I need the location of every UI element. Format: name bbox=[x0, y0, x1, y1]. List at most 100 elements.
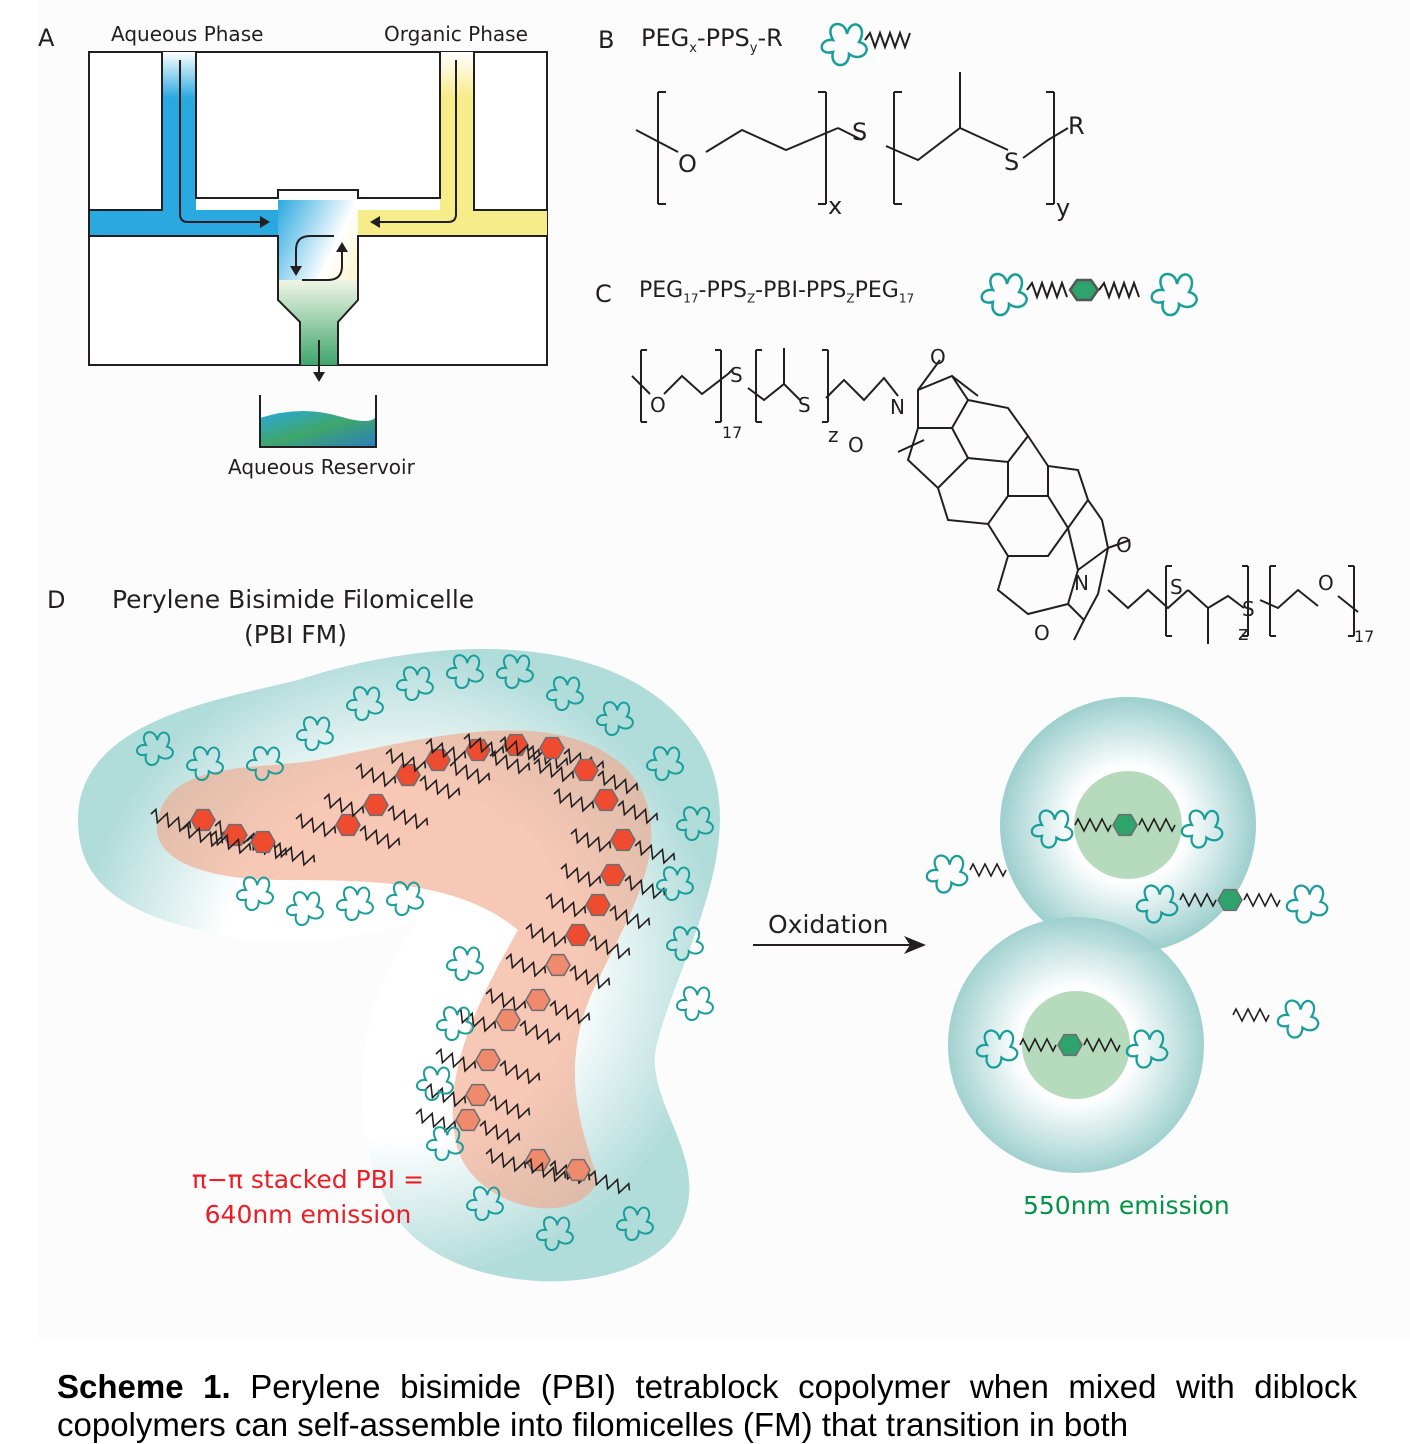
stacked-pbi bbox=[610, 828, 636, 852]
stacked-pbi bbox=[465, 1083, 491, 1107]
micelle-lower-core bbox=[1022, 991, 1130, 1099]
stacked-pbi bbox=[545, 953, 571, 977]
stacked-pbi bbox=[503, 733, 529, 757]
peg-coil bbox=[426, 1126, 464, 1161]
peg-coil bbox=[346, 686, 384, 721]
peg-coil bbox=[1125, 1029, 1169, 1069]
pps-spring bbox=[1243, 892, 1281, 908]
svg-text:O: O bbox=[930, 345, 946, 369]
peg-coil bbox=[1285, 884, 1329, 924]
panel-c-letter: C bbox=[595, 280, 612, 308]
stacked-pbi bbox=[395, 763, 421, 787]
peg-coil bbox=[666, 926, 704, 961]
struct-b-s2: S bbox=[1004, 148, 1019, 176]
pps-spring bbox=[527, 744, 569, 770]
oxidation-label: Oxidation bbox=[768, 910, 889, 939]
microfluidic-device-diagram bbox=[88, 51, 548, 448]
filomicelle-core bbox=[156, 730, 652, 1209]
struct-b-r: R bbox=[1068, 112, 1085, 140]
pps-spring bbox=[549, 999, 591, 1025]
peg-coil bbox=[676, 806, 714, 841]
pps-spring bbox=[150, 807, 192, 833]
svg-text:17: 17 bbox=[722, 423, 742, 442]
peg-coil bbox=[286, 891, 324, 926]
peg-coil bbox=[536, 1216, 574, 1251]
caption-label: Scheme 1. bbox=[57, 1368, 231, 1405]
peg-coil bbox=[1180, 809, 1224, 849]
pps-spring bbox=[560, 862, 602, 888]
stacked-pbi bbox=[250, 830, 276, 854]
peg-coil bbox=[1135, 884, 1179, 924]
panel-c-formula: PEG17-PPSZ-PBI-PPSZPEG17 bbox=[639, 278, 915, 306]
panel-d-letter: D bbox=[47, 586, 66, 614]
pps-spring bbox=[519, 1019, 561, 1045]
panel-a-letter: A bbox=[38, 24, 55, 52]
stacked-pbi-group bbox=[150, 732, 676, 1195]
pps-spring bbox=[210, 829, 252, 855]
pps-spring bbox=[425, 1082, 467, 1108]
pbi-structure bbox=[631, 348, 1359, 644]
peg-coil bbox=[396, 666, 434, 701]
pps-spring bbox=[609, 904, 651, 930]
aqueous-reservoir-label: Aqueous Reservoir bbox=[228, 455, 415, 479]
pps-spring bbox=[589, 1169, 631, 1195]
peg-coil bbox=[616, 1206, 654, 1241]
pps-spring bbox=[455, 1007, 497, 1033]
pps-spring bbox=[570, 827, 612, 853]
stacked-pbi bbox=[475, 1048, 501, 1072]
peg-coil bbox=[466, 1186, 504, 1221]
peg-coil bbox=[136, 731, 174, 766]
peg-coil bbox=[416, 1066, 454, 1101]
peg-coil bbox=[676, 986, 714, 1021]
peg-coil bbox=[436, 1006, 474, 1041]
pps-spring bbox=[435, 1047, 477, 1073]
pps-spring bbox=[525, 922, 567, 948]
peg-coil bbox=[296, 716, 334, 751]
pps-spring bbox=[549, 1159, 591, 1185]
panel-b-formula: PEGx-PPSy-R bbox=[641, 24, 783, 56]
micelle-upper-core bbox=[1074, 771, 1182, 879]
pps-spring bbox=[1138, 817, 1176, 833]
peg-coil bbox=[925, 854, 969, 894]
pps-spring bbox=[1083, 1037, 1121, 1053]
diblock-unimer bbox=[1232, 999, 1320, 1039]
stacked-pbi bbox=[539, 736, 565, 760]
peg-coil bbox=[386, 881, 424, 916]
panel-d-subtitle: (PBI FM) bbox=[244, 620, 348, 649]
struct-b-o: O bbox=[678, 150, 697, 178]
free-pbi bbox=[1057, 1033, 1083, 1057]
svg-text:O: O bbox=[848, 433, 864, 457]
stacked-pbi bbox=[593, 788, 619, 812]
svg-text:O: O bbox=[1034, 621, 1050, 645]
pps-spring bbox=[449, 759, 491, 785]
stacked-pbi bbox=[455, 1108, 481, 1132]
pps-spring bbox=[499, 735, 541, 761]
tetrablock-unimer bbox=[1030, 809, 1224, 849]
peg-coil bbox=[236, 876, 274, 911]
svg-text:S: S bbox=[730, 363, 743, 387]
pps-spring bbox=[355, 762, 397, 788]
pps-spring bbox=[182, 822, 224, 848]
stacked-pbi bbox=[573, 758, 599, 782]
pps-spring bbox=[1074, 817, 1112, 833]
red-emission-line1: π−π stacked PBI = bbox=[191, 1165, 425, 1194]
peg-coil bbox=[1030, 809, 1074, 849]
diblock-unimer bbox=[925, 854, 1007, 894]
pps-spring bbox=[295, 812, 337, 838]
micelle-lower-shell bbox=[948, 917, 1204, 1173]
micelle-upper-shell bbox=[1000, 697, 1256, 953]
pps-spring bbox=[485, 1147, 527, 1173]
pps-spring bbox=[485, 987, 527, 1013]
peg-coil bbox=[656, 866, 694, 901]
stacked-pbi bbox=[222, 823, 248, 847]
peg-coil bbox=[446, 946, 484, 981]
organic-phase-label: Organic Phase bbox=[384, 22, 528, 46]
stacked-pbi bbox=[495, 1008, 521, 1032]
pps-spring bbox=[505, 952, 547, 978]
tetrablock-unimer bbox=[1135, 884, 1329, 924]
peg-coil bbox=[446, 654, 484, 689]
pps-spring bbox=[489, 749, 531, 775]
stacked-pbi bbox=[425, 748, 451, 772]
svg-text:N: N bbox=[1074, 571, 1089, 595]
svg-text:S: S bbox=[1170, 575, 1183, 599]
